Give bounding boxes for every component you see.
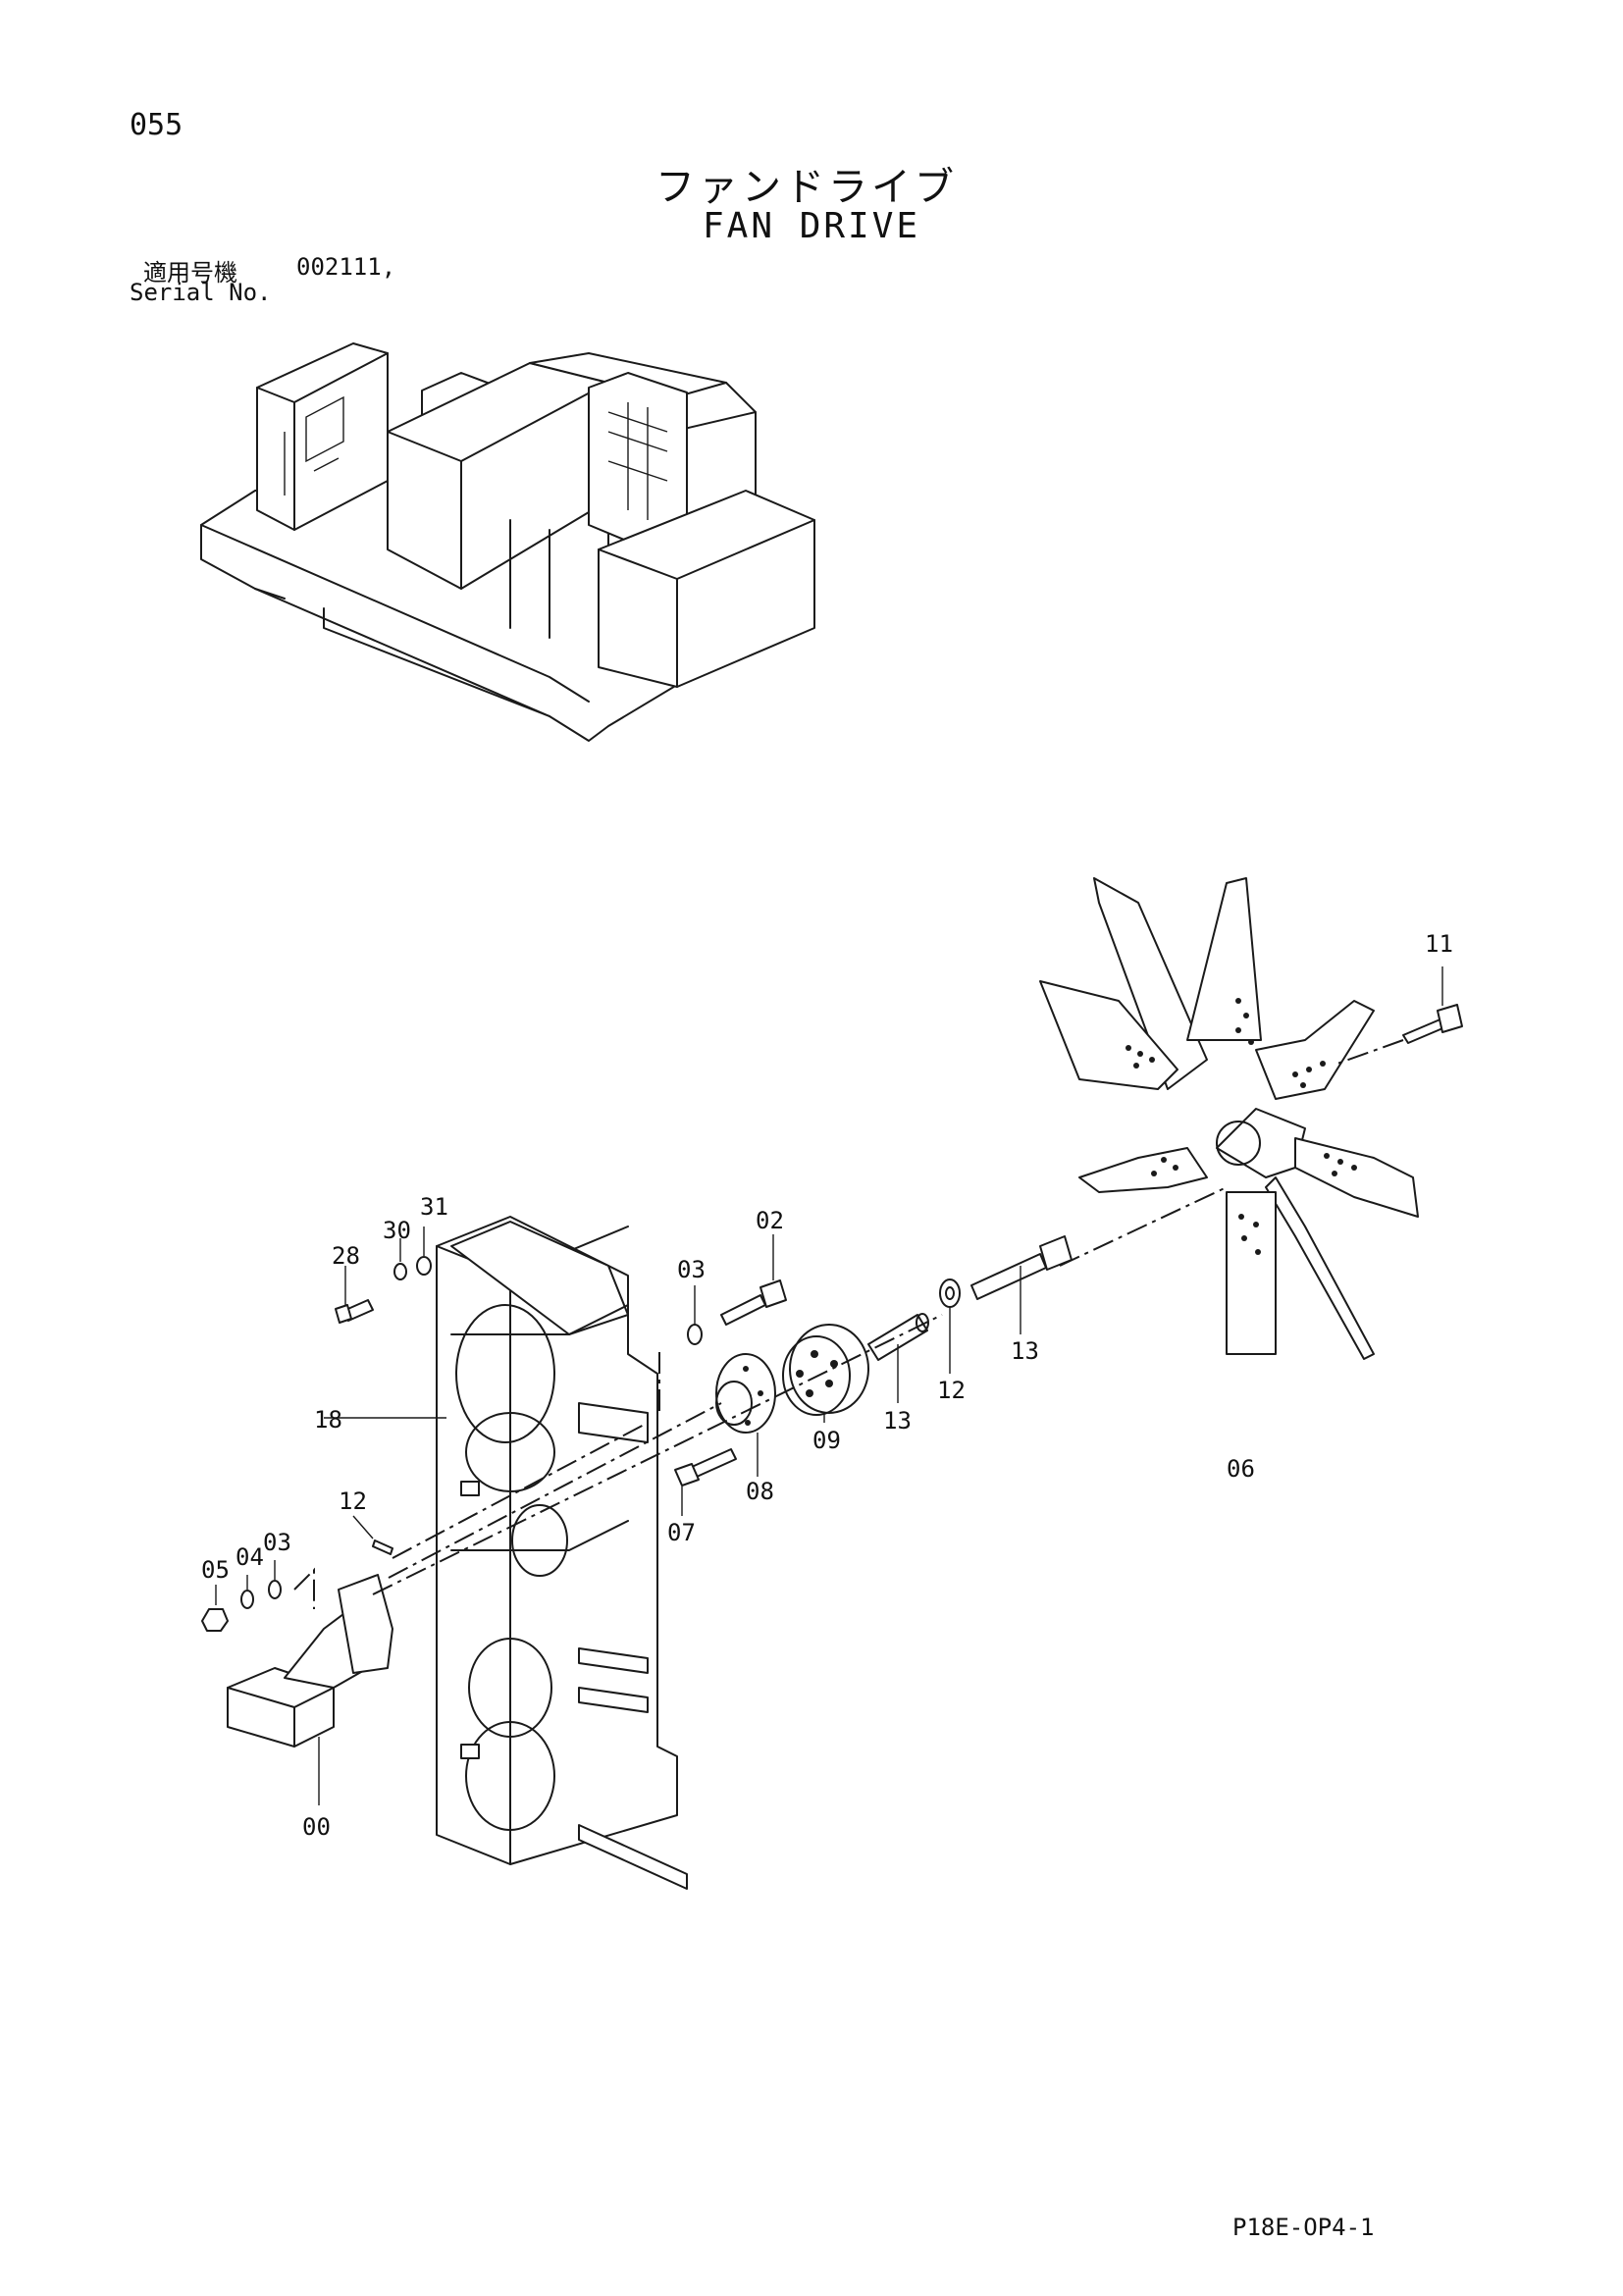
part-03-washer-lower bbox=[268, 1560, 282, 1599]
part-03-washer-upper bbox=[687, 1285, 703, 1345]
callout-12: 12 bbox=[339, 1487, 367, 1515]
callout-18: 18 bbox=[314, 1406, 342, 1434]
callout-03-upper: 03 bbox=[677, 1256, 706, 1283]
callout-09: 09 bbox=[812, 1427, 841, 1454]
part-08-hub bbox=[715, 1353, 776, 1477]
assembly-center-lines bbox=[293, 1186, 1228, 1609]
callout-08: 08 bbox=[746, 1478, 774, 1505]
serial-number-value: 002111, bbox=[296, 253, 396, 281]
callout-13: 13 bbox=[883, 1407, 912, 1435]
machine-overview-illustration bbox=[200, 342, 815, 742]
part-05-nut bbox=[201, 1585, 229, 1632]
part-07-bolt bbox=[674, 1448, 737, 1516]
callout-14: 12 bbox=[937, 1377, 966, 1404]
part-12-key bbox=[352, 1515, 393, 1555]
callout-03-lower: 03 bbox=[263, 1529, 291, 1556]
serial-label-japanese: 適用号機 bbox=[143, 259, 237, 287]
part-15-long-bolt bbox=[970, 1235, 1073, 1334]
part-28-bolt bbox=[335, 1266, 374, 1324]
part-30-washer bbox=[393, 1238, 407, 1280]
callout-05: 05 bbox=[201, 1556, 230, 1584]
callout-15: 13 bbox=[1011, 1337, 1039, 1365]
callout-02: 02 bbox=[756, 1207, 784, 1234]
callout-06: 06 bbox=[1227, 1455, 1255, 1483]
serial-label-english: Serial No. bbox=[130, 279, 272, 306]
part-09-pulley bbox=[782, 1324, 869, 1423]
part-11-fan-bolt bbox=[1334, 966, 1463, 1066]
callout-07: 07 bbox=[667, 1519, 696, 1546]
callout-28: 28 bbox=[332, 1242, 360, 1270]
part-04-washer bbox=[240, 1575, 254, 1609]
callout-00: 00 bbox=[302, 1813, 331, 1841]
callout-30: 30 bbox=[383, 1217, 411, 1244]
callout-04: 04 bbox=[236, 1543, 264, 1571]
callout-labels: 11 02 03 31 30 28 13 12 13 06 18 09 08 0… bbox=[201, 930, 1453, 1841]
part-02-bolt bbox=[720, 1234, 787, 1326]
drawing-code: P18E-OP4-1 bbox=[1232, 2214, 1375, 2241]
page-title-japanese: ファンドライブ bbox=[655, 165, 958, 210]
part-14-washer bbox=[939, 1278, 961, 1374]
fan-assembly bbox=[1039, 877, 1419, 1360]
callout-11: 11 bbox=[1425, 930, 1453, 958]
callout-31: 31 bbox=[420, 1193, 448, 1221]
page-number: 055 bbox=[130, 108, 183, 142]
part-18-frame bbox=[324, 1216, 688, 1890]
page-title-english: FAN DRIVE bbox=[703, 206, 921, 246]
part-13-spacer bbox=[867, 1313, 929, 1403]
part-31-washer bbox=[416, 1226, 432, 1276]
part-00-fan-motor bbox=[227, 1574, 393, 1805]
